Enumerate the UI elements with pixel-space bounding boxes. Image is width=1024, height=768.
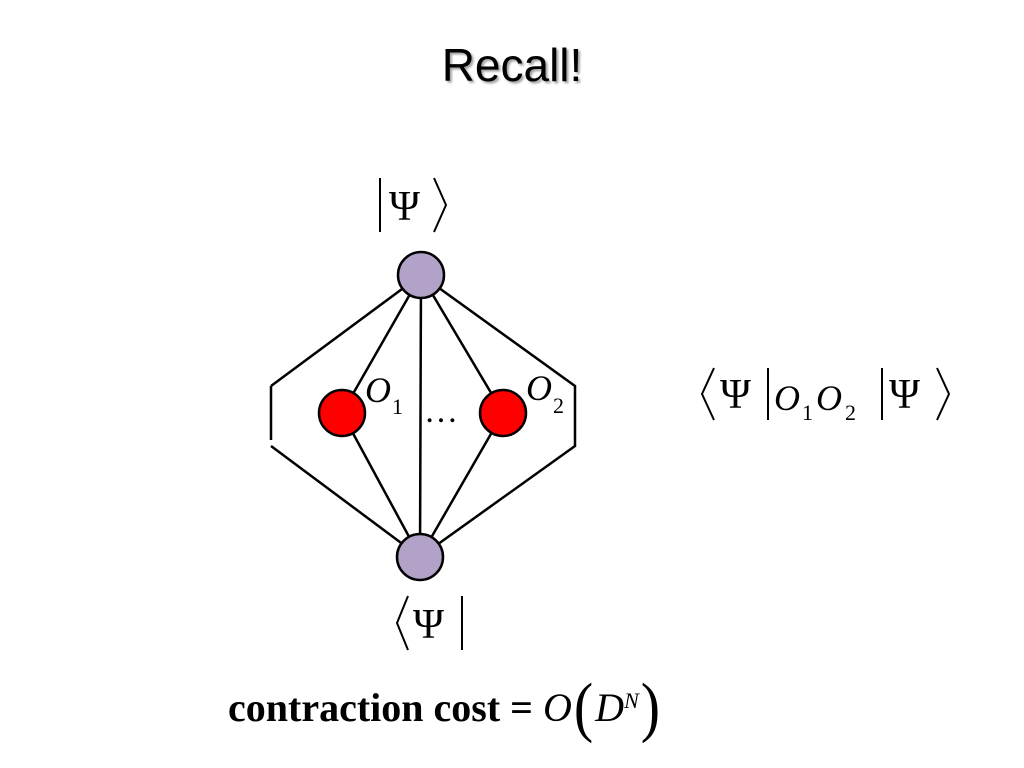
network-edges — [269, 273, 577, 559]
expectation-psi-left: Ψ — [720, 372, 751, 418]
edge-top-o1 — [340, 274, 423, 414]
operator-1-subscript: 1 — [392, 394, 403, 419]
cost-base: D — [595, 684, 625, 730]
bra-label: Ψ — [395, 595, 463, 651]
contraction-cost-label: contraction cost = — [228, 684, 533, 730]
slide-title: Recall! — [441, 39, 583, 91]
edge-outer-right — [419, 273, 577, 559]
ket-psi: Ψ — [389, 184, 420, 230]
operator-2-subscript: 2 — [553, 393, 564, 418]
edge-center — [418, 274, 423, 558]
operator-node-1 — [317, 388, 367, 438]
open-paren: ( — [573, 669, 594, 744]
edge-o1-bottom — [340, 412, 422, 558]
expectation-op2-sub: 2 — [845, 400, 856, 425]
edge-o2-bottom — [418, 412, 505, 558]
big-o-symbol: O — [542, 684, 572, 730]
ellipsis: … — [424, 393, 458, 430]
expectation-value: Ψ O 1 O 2 Ψ — [700, 367, 951, 425]
operator-2-symbol: O — [526, 368, 552, 408]
ket-label: Ψ — [379, 177, 448, 233]
close-paren: ) — [640, 669, 661, 744]
edge-top-o2 — [419, 274, 505, 414]
expectation-op1-sub: 1 — [802, 400, 813, 425]
expectation-op1: O — [774, 378, 800, 418]
edge-outer-left-lower — [270, 444, 421, 559]
bra-psi: Ψ — [413, 602, 444, 648]
cost-exponent: N — [624, 688, 639, 713]
contraction-cost: contraction cost = O ( D N ) — [228, 672, 828, 742]
operator-1-symbol: O — [365, 370, 391, 410]
expectation-psi-right: Ψ — [889, 372, 920, 418]
bra-node — [395, 532, 445, 582]
edge-outer-left — [270, 273, 422, 388]
operator-label-1: O 1 — [365, 370, 403, 419]
operator-node-2 — [478, 388, 528, 438]
expectation-op2: O — [816, 378, 842, 418]
operator-label-2: O 2 — [526, 368, 564, 418]
ket-node — [396, 250, 446, 300]
